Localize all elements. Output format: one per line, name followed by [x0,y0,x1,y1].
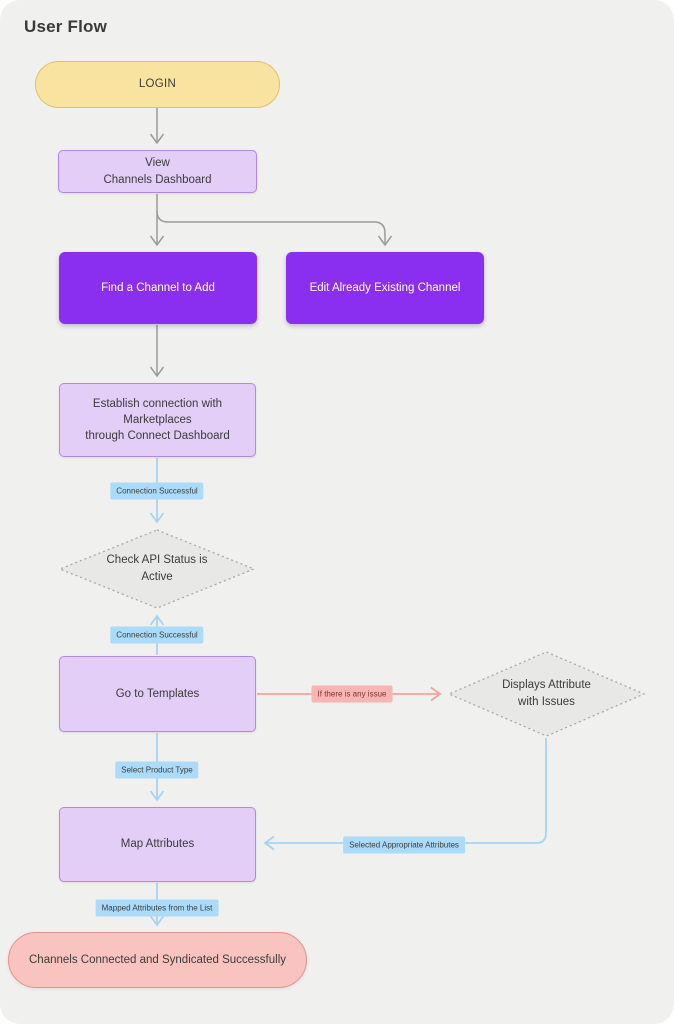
diamond-label: Displays Attribute with Issues [502,679,591,708]
node-success[interactable]: Channels Connected and Syndicated Succes… [8,932,307,988]
node-establish-connection[interactable]: Establish connection with Marketplaces t… [59,383,256,457]
diamond-label: Check API Status is Active [106,554,208,583]
node-view-channels-dashboard[interactable]: View Channels Dashboard [58,150,257,193]
node-find-channel-to-add[interactable]: Find a Channel to Add [59,252,257,324]
edge-label-select-product-type[interactable]: Select Product Type [115,761,199,779]
diamond-shape [59,529,255,609]
node-check-api-status[interactable]: Check API Status is Active [59,529,255,609]
node-go-to-templates[interactable]: Go to Templates [59,656,256,732]
edge-label-connection-successful-2[interactable]: Connection Successful [110,626,204,644]
node-map-attributes[interactable]: Map Attributes [59,807,256,882]
edge-label-mapped-attributes[interactable]: Mapped Attributes from the List [95,899,219,917]
edge-label-connection-successful-1[interactable]: Connection Successful [110,482,204,500]
edge-label-selected-attributes[interactable]: Selected Appropriate Attributes [343,836,465,854]
page-title: User Flow [24,17,108,36]
node-displays-attribute-issues[interactable]: Displays Attribute with Issues [448,651,645,737]
edge-view-to-edit [156,210,393,247]
edge-label-if-issue[interactable]: If there is any issue [311,685,393,703]
edge-displays-to-map [263,738,547,851]
node-login[interactable]: LOGIN [35,61,280,108]
diamond-shape [448,651,645,737]
node-edit-existing-channel[interactable]: Edit Already Existing Channel [286,252,484,324]
